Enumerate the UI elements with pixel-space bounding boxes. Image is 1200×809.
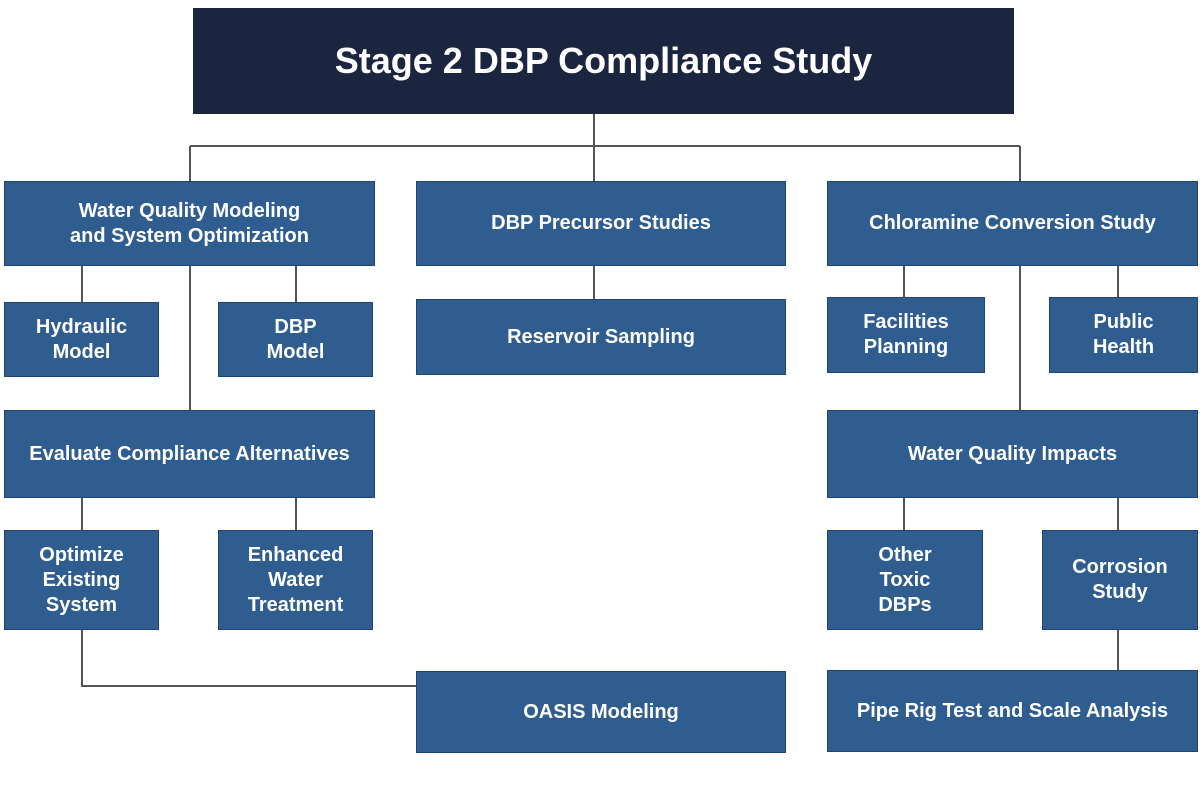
node-dbp-precursor-studies: DBP Precursor Studies <box>416 181 786 266</box>
node-water-quality-modeling: Water Quality Modeling and System Optimi… <box>4 181 375 266</box>
diagram-title: Stage 2 DBP Compliance Study <box>193 8 1014 114</box>
node-facilities-planning: Facilities Planning <box>827 297 985 373</box>
node-evaluate-compliance-alternatives: Evaluate Compliance Alternatives <box>4 410 375 498</box>
node-optimize-existing-system: Optimize Existing System <box>4 530 159 630</box>
node-pipe-rig-test: Pipe Rig Test and Scale Analysis <box>827 670 1198 752</box>
node-hydraulic-model: Hydraulic Model <box>4 302 159 377</box>
node-oasis-modeling: OASIS Modeling <box>416 671 786 753</box>
node-corrosion-study: Corrosion Study <box>1042 530 1198 630</box>
node-other-toxic-dbps: Other Toxic DBPs <box>827 530 983 630</box>
node-dbp-model: DBP Model <box>218 302 373 377</box>
node-reservoir-sampling: Reservoir Sampling <box>416 299 786 375</box>
node-public-health: Public Health <box>1049 297 1198 373</box>
node-chloramine-conversion-study: Chloramine Conversion Study <box>827 181 1198 266</box>
node-water-quality-impacts: Water Quality Impacts <box>827 410 1198 498</box>
node-enhanced-water-treatment: Enhanced Water Treatment <box>218 530 373 630</box>
